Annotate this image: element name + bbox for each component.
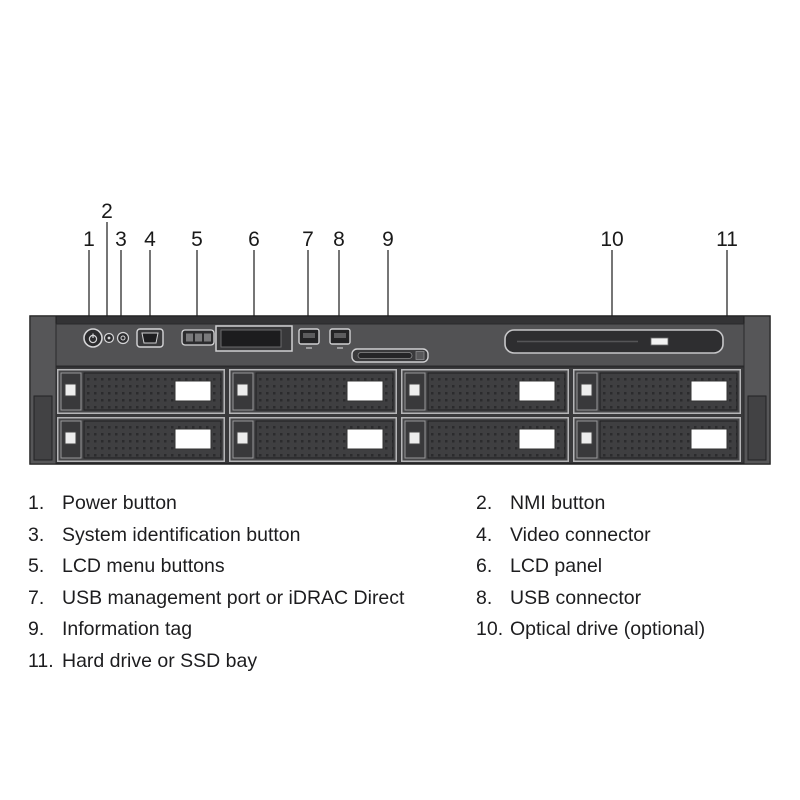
nmi-button (103, 332, 115, 344)
callout-number-8: 8 (333, 228, 345, 251)
legend-item: 3. System identification button (28, 524, 468, 546)
legend-item: 9. Information tag (28, 618, 468, 640)
system-id-button (116, 331, 130, 345)
legend-item-number: 9. (28, 618, 45, 640)
legend-item-label: Video connector (510, 523, 651, 546)
legend-item: 4. Video connector (476, 524, 796, 546)
server-front-diagram: 1 2 3 4 5 6 7 8 9 10 11 (29, 200, 771, 465)
usb-connector-port (329, 328, 351, 349)
callout-number-2: 2 (101, 200, 113, 223)
legend-item: 8. USB connector (476, 587, 796, 609)
legend-item: 5. LCD menu buttons (28, 555, 468, 577)
legend-item-number: 6. (476, 555, 493, 577)
legend-item-number: 8. (476, 586, 493, 609)
legend-item-label: NMI button (510, 492, 606, 514)
lcd-menu-buttons (181, 329, 215, 346)
chassis-top-rail (29, 315, 771, 325)
callout-number-11: 11 (716, 228, 738, 251)
legend-item-number: 1. (28, 492, 45, 514)
legend-item-number: 7. (28, 586, 45, 609)
legend-item-number: 2. (476, 492, 493, 514)
drive-bay-7 (401, 417, 569, 462)
callout-number-3: 3 (115, 228, 127, 251)
drive-bay-4 (573, 369, 741, 414)
legend-item: 10. Optical drive (optional) (476, 618, 796, 640)
server-chassis (29, 315, 771, 465)
legend-item: 11. Hard drive or SSD bay (28, 650, 468, 672)
left-rack-ear (29, 315, 57, 465)
callout-number-4: 4 (144, 228, 156, 251)
power-button (83, 328, 103, 348)
callout-number-1: 1 (83, 228, 95, 251)
drive-bay-8 (573, 417, 741, 462)
legend-item: 7. USB management port or iDRAC Direct (28, 587, 468, 609)
legend-item-number: 3. (28, 523, 45, 546)
lcd-panel (215, 325, 293, 352)
callout-number-7: 7 (302, 228, 314, 251)
legend-item-number: 11. (28, 649, 54, 672)
callout-number-5: 5 (191, 228, 203, 251)
legend-item-label: Hard drive or SSD bay (62, 649, 258, 672)
callout-number-10: 10 (600, 228, 623, 251)
legend-right-column: 2. NMI button 4. Video connector 6. LCD … (476, 492, 796, 650)
legend-item-label: USB management port or iDRAC Direct (62, 586, 405, 609)
video-connector (136, 328, 164, 348)
right-rack-ear (743, 315, 771, 465)
legend-item-label: Information tag (62, 618, 193, 640)
legend-item-label: Optical drive (optional) (510, 618, 706, 640)
legend-item-label: USB connector (510, 586, 642, 609)
information-tag (351, 348, 429, 363)
legend-item-number: 5. (28, 555, 45, 577)
legend-item: 6. LCD panel (476, 555, 796, 577)
legend-item-number: 4. (476, 523, 493, 546)
drive-bay-3 (401, 369, 569, 414)
legend-item-label: LCD menu buttons (62, 555, 225, 577)
legend-item-label: Power button (62, 492, 177, 514)
callout-number-6: 6 (248, 228, 260, 251)
usb-management-port (298, 328, 320, 349)
optical-drive (504, 329, 724, 354)
drive-bay-6 (229, 417, 397, 462)
callout-numbers: 1 2 3 4 5 6 7 8 9 10 11 (83, 200, 738, 251)
drive-bay-1 (57, 369, 225, 414)
legend-item-label: LCD panel (510, 555, 603, 577)
drive-bay-2 (229, 369, 397, 414)
callout-number-9: 9 (382, 228, 394, 251)
drive-bay-5 (57, 417, 225, 462)
legend-item-label: System identification button (62, 523, 301, 546)
legend-item: 1. Power button (28, 492, 468, 514)
legend-item-number: 10. (476, 618, 504, 640)
optical-drive-eject-button (650, 337, 669, 346)
legend-item: 2. NMI button (476, 492, 796, 514)
legend-left-column: 1. Power button 3. System identification… (28, 492, 468, 681)
